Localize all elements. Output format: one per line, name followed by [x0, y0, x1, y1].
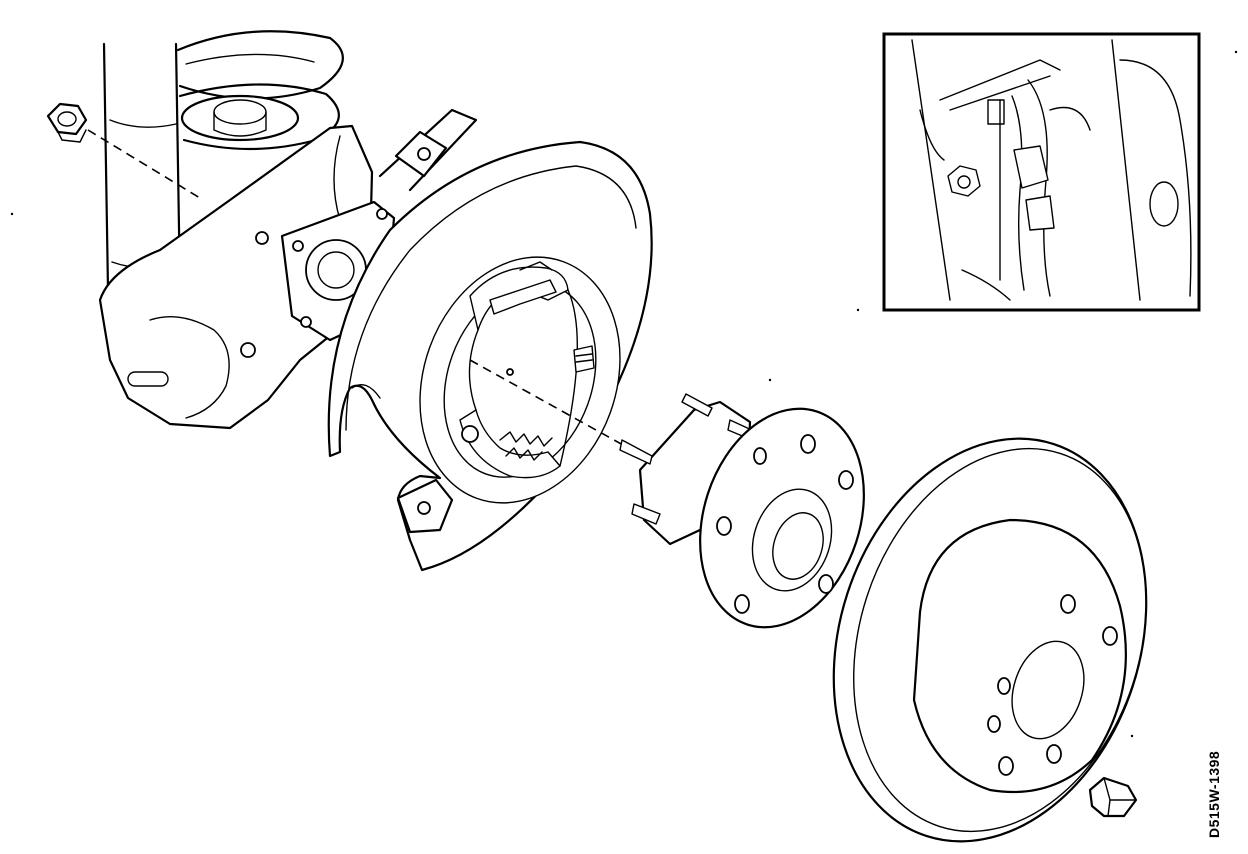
strut-assembly — [102, 30, 344, 322]
flange-nut-icon — [46, 102, 88, 143]
scan-specks — [10, 50, 1238, 738]
detail-inset — [882, 32, 1201, 312]
screw-icon — [1088, 776, 1138, 818]
hub-carrier — [98, 108, 478, 430]
nut-axis-line — [87, 129, 201, 199]
wheel-hub-bearing — [619, 393, 865, 629]
hub-axis-line — [469, 359, 633, 451]
brake-disc — [832, 437, 1148, 843]
parking-brake-shoes — [459, 261, 595, 479]
figure-reference-code: D515W-1398 — [1206, 750, 1222, 838]
